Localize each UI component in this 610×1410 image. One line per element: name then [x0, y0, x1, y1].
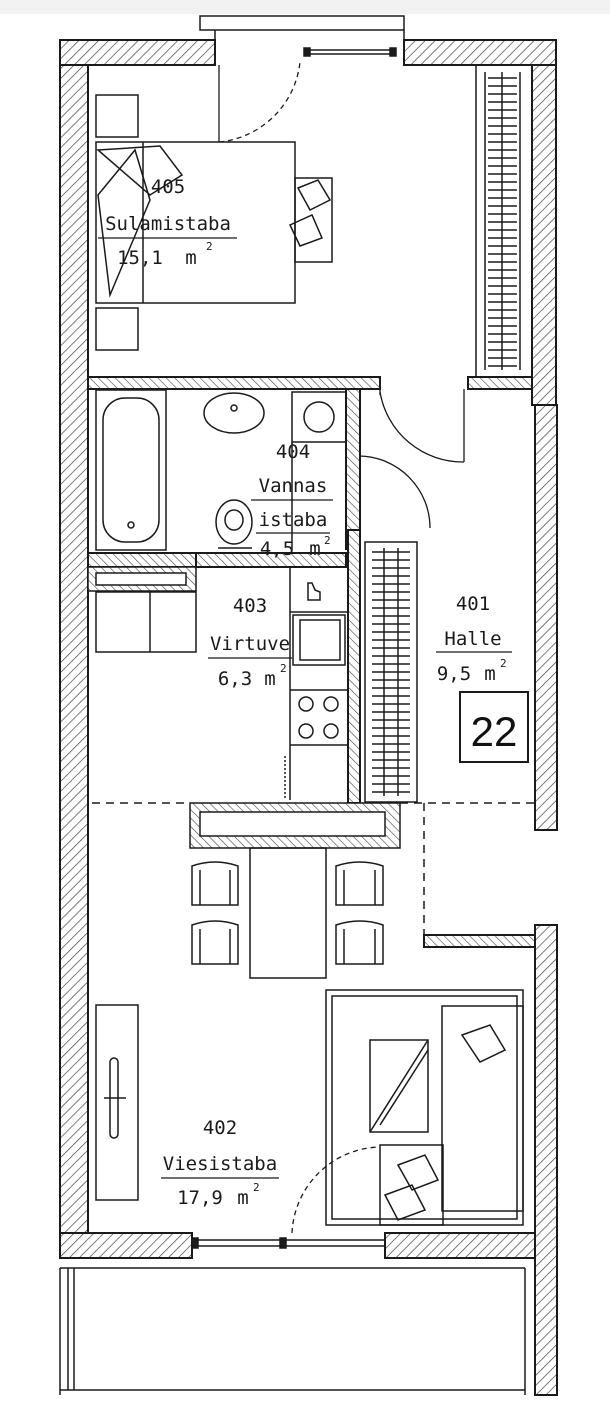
room-name-2: istaba: [259, 509, 328, 531]
room-name: Viesistaba: [163, 1153, 277, 1175]
room-label-403: 403 Virtuve 6,3 m 2: [208, 595, 292, 690]
room-id: 405: [151, 176, 185, 198]
hall-door: [379, 389, 465, 463]
hall-wardrobe: [364, 541, 418, 803]
room-label-404: 404 Vannas istaba 4,5 m 2: [251, 441, 333, 560]
room-area: 6,3: [218, 668, 252, 690]
room-area-unit: m: [309, 538, 320, 560]
tv-cabinet: [95, 1004, 139, 1201]
balcony: [59, 1237, 526, 1395]
chair: [335, 861, 384, 906]
room-area-sup: 2: [280, 662, 287, 675]
room-area-unit: m: [264, 668, 275, 690]
room-area-unit: m: [237, 1187, 248, 1209]
kitchen-fixtures: [87, 566, 348, 800]
room-area: 4,5: [260, 538, 294, 560]
room-label-402: 402 Viesistaba 17,9 m 2: [161, 1117, 279, 1209]
room-area-sup: 2: [206, 240, 213, 253]
room-name: Virtuve: [210, 633, 290, 655]
dining-set: [191, 847, 384, 979]
room-area-sup: 2: [500, 657, 507, 670]
room-id: 401: [456, 593, 490, 615]
bathroom-door: [359, 455, 431, 530]
chair: [191, 861, 239, 906]
room-name: Vannas: [259, 475, 328, 497]
outer-walls: [59, 39, 558, 1396]
chair: [191, 920, 239, 965]
room-name: Halle: [444, 628, 501, 650]
bathroom-fixtures: [95, 389, 347, 551]
room-area-unit: m: [185, 247, 196, 269]
room-area: 15,1: [117, 247, 163, 269]
room-area-sup: 2: [253, 1181, 260, 1194]
room-area-sup: 2: [324, 534, 331, 547]
sofa: [325, 989, 524, 1226]
hall-entry: [535, 829, 555, 926]
bedroom-wardrobe: [475, 65, 521, 377]
window-top: [199, 15, 405, 65]
living-door: [291, 1146, 381, 1234]
room-label-405: 405 Sulamistaba 15,1 m 2: [98, 176, 237, 269]
bedroom-door: [218, 61, 301, 143]
unit-number-box: 22: [459, 691, 529, 763]
interior-walls: [87, 376, 536, 948]
room-area: 17,9: [177, 1187, 223, 1209]
room-id: 404: [276, 441, 310, 463]
room-id: 402: [203, 1117, 237, 1139]
chair: [335, 920, 384, 965]
bed: [95, 94, 333, 351]
room-name: Sulamistaba: [105, 213, 231, 235]
room-id: 403: [233, 595, 267, 617]
room-area: 9,5: [437, 663, 471, 685]
room-label-401: 401 Halle 9,5 m 2: [436, 593, 512, 685]
unit-number: 22: [471, 708, 518, 755]
room-area-unit: m: [484, 663, 495, 685]
